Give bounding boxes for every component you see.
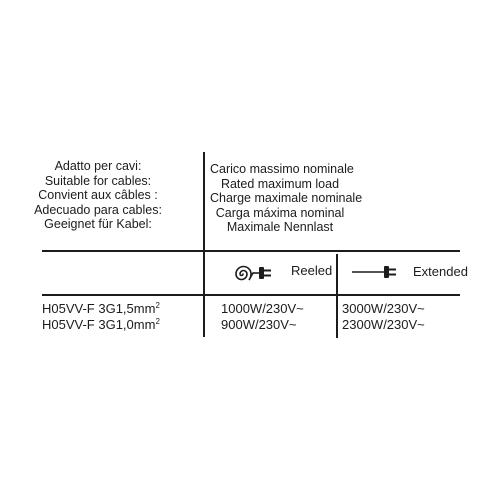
label-line: Convient aux câbles : — [38, 188, 158, 203]
label-line: Carico massimo nominale — [210, 162, 354, 176]
label-line: Carga máxima nominal — [215, 205, 345, 220]
reeled-header: Reeled — [291, 263, 333, 278]
label-line: Adatto per cavi: — [54, 159, 142, 173]
extended-header: Extended — [413, 264, 468, 279]
reeled-load-cell: 900W/230V~ — [221, 316, 297, 332]
cable-type-cell: H05VV-F 3G1,0mm2 — [42, 316, 160, 332]
label-line: Geeignet für Kabel: — [44, 217, 152, 232]
cable-type-cell: H05VV-F 3G1,5mm2 — [42, 301, 160, 316]
extended-load-cell: 3000W/230V~ — [342, 301, 425, 316]
column-divider-rule — [336, 254, 338, 338]
top-horizontal-rule — [42, 250, 460, 252]
extended-load-cell: 2300W/230V~ — [342, 316, 425, 332]
extended-load-column: 3000W/230V~ 2300W/230V~ — [342, 301, 425, 332]
rated-max-load-label: Carico massimo nominale Rated maximum lo… — [210, 162, 363, 235]
label-line: Rated maximum load — [220, 176, 340, 191]
suitable-for-cables-label: Adatto per cavi: Suitable for cables: Co… — [0, 159, 196, 232]
label-line: Adecuado para cables: — [34, 202, 162, 217]
header-horizontal-rule — [42, 294, 460, 296]
label-line: Maximale Nennlast — [226, 220, 334, 235]
label-line: Charge maximale nominale — [210, 191, 363, 206]
cable-type-column: H05VV-F 3G1,5mm2 H05VV-F 3G1,0mm2 — [42, 301, 160, 332]
label-line: Suitable for cables: — [44, 173, 152, 188]
main-vertical-rule — [203, 152, 205, 337]
reeled-load-column: 1000W/230V~ 900W/230V~ — [221, 301, 304, 332]
straight-cable-plug-icon — [352, 266, 396, 278]
coiled-cable-plug-icon — [235, 265, 271, 281]
reeled-load-cell: 1000W/230V~ — [221, 301, 304, 316]
